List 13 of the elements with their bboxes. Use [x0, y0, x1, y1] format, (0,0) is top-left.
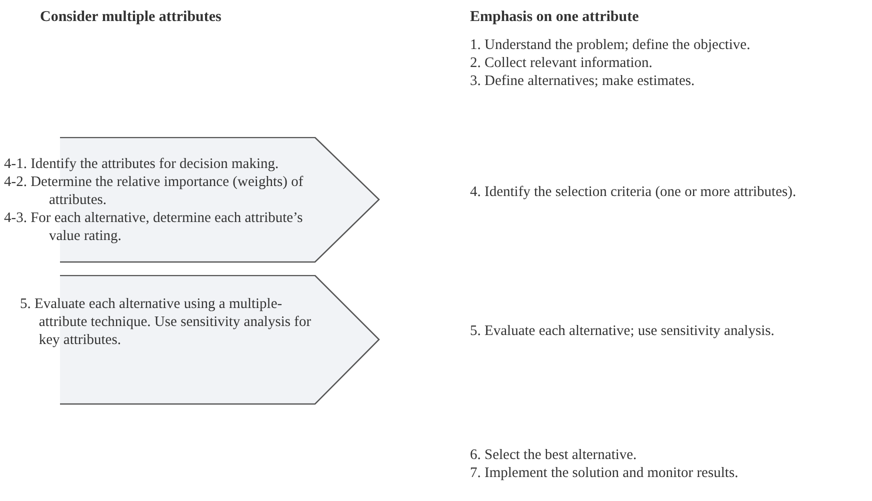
- step-text: 4-2. Determine the relative importance (weights) of attributes.: [4, 173, 304, 209]
- step-text: 4. Identify the selection criteria (one or more attributes).: [470, 183, 796, 201]
- step-text: 3. Define alternatives; make estimates.: [470, 72, 695, 90]
- column-heading: Emphasis on one attribute: [470, 8, 639, 26]
- step-text: 7. Implement the solution and monitor results.: [470, 464, 738, 482]
- step-text: 6. Select the best alternative.: [470, 446, 637, 464]
- step-text: 4-1. Identify the attributes for decision making.: [4, 155, 280, 173]
- step-text: 5. Evaluate each alternative; use sensitivity analysis.: [470, 322, 774, 340]
- step-text: 5. Evaluate each alternative using a multiple-attribute technique. Use sensitivity analysis for key attributes.: [20, 295, 312, 349]
- step-text: 2. Collect relevant information.: [470, 54, 652, 72]
- column-heading: Consider multiple attributes: [40, 8, 222, 26]
- step-text: 1. Understand the problem; define the objective.: [470, 36, 750, 54]
- step-text: 4-3. For each alternative, determine each attribute’s value rating.: [4, 209, 304, 245]
